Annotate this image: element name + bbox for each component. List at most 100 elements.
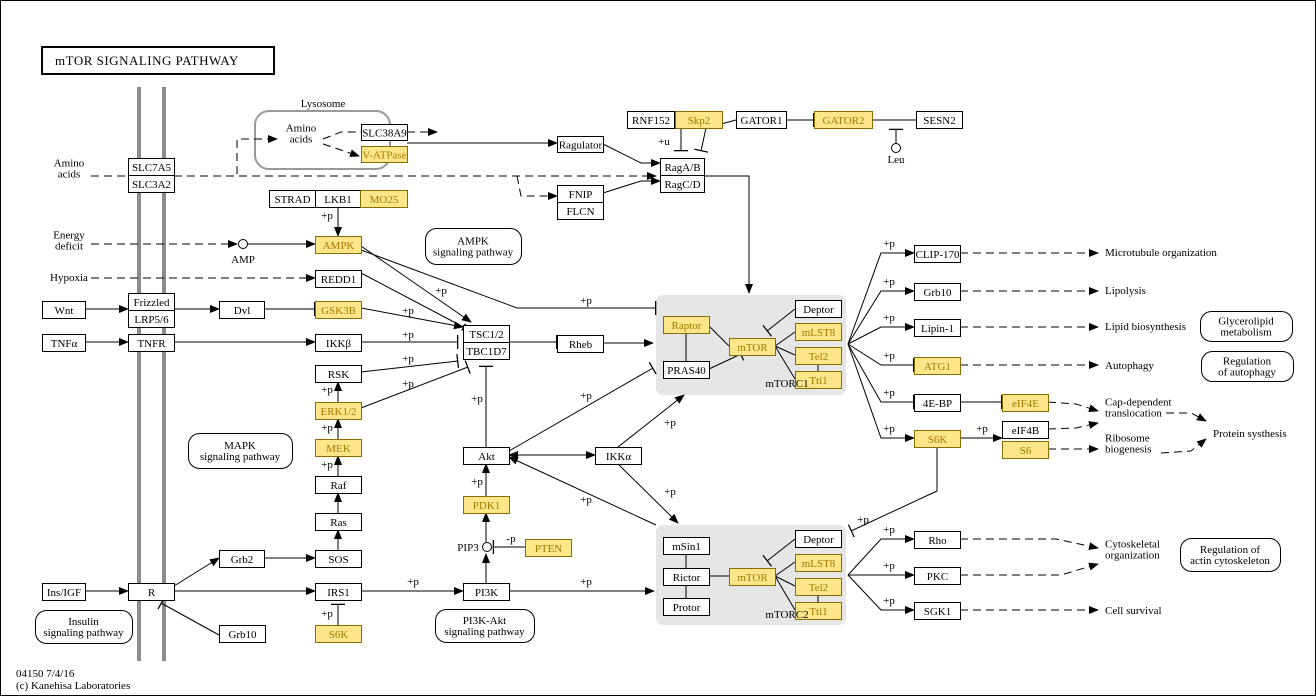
gene-node-box[interactable]	[315, 583, 362, 601]
gene-node-gsk3b[interactable]: GSK3B	[315, 301, 362, 319]
gene-node-pten[interactable]: PTEN	[525, 539, 572, 557]
gene-node-pras40[interactable]: PRAS40	[663, 361, 710, 379]
gene-node-tti11[interactable]: Tti1	[795, 371, 842, 389]
gene-node-box[interactable]	[315, 301, 362, 319]
gene-node-rnf152[interactable]: RNF152	[627, 111, 675, 129]
gene-node-box[interactable]	[675, 111, 723, 129]
gene-node-box[interactable]	[595, 447, 642, 465]
gene-node-slc3a2[interactable]: SLC3A2	[128, 175, 175, 193]
gene-node-box[interactable]	[557, 202, 604, 220]
gene-node-box[interactable]	[315, 550, 362, 568]
gene-node-tbc1d7[interactable]: TBC1D7	[463, 342, 510, 360]
gene-node-grb2[interactable]: Grb2	[219, 550, 265, 568]
gene-node-box[interactable]	[128, 334, 175, 352]
gene-node-box[interactable]	[736, 111, 787, 129]
gene-node-box[interactable]	[315, 439, 362, 457]
gene-node-box[interactable]	[315, 476, 362, 494]
leu-compound[interactable]	[891, 143, 901, 153]
gene-node-box[interactable]	[914, 245, 961, 263]
gene-node-tnfa[interactable]: TNFα	[42, 334, 86, 352]
pathway-link-box[interactable]	[435, 609, 535, 643]
gene-node-grb10b[interactable]: Grb10	[914, 283, 961, 301]
gene-node-box[interactable]	[814, 111, 873, 129]
gene-node-box[interactable]	[914, 319, 961, 337]
gene-node-box[interactable]	[463, 583, 510, 601]
gene-node-eif4b[interactable]: eIF4B	[1002, 421, 1049, 439]
gene-node-box[interactable]	[315, 334, 362, 352]
gene-node-akt[interactable]: Akt	[463, 447, 510, 465]
pathway-link-box[interactable]	[425, 228, 522, 265]
gene-node-box[interactable]	[219, 301, 265, 319]
gene-node-lkb1[interactable]: LKB1	[315, 190, 361, 208]
gene-node-eif4e[interactable]: eIF4E	[1002, 394, 1049, 412]
gene-node-box[interactable]	[128, 310, 175, 328]
gene-node-box[interactable]	[914, 430, 961, 448]
gene-node-insigf[interactable]: Ins/IGF	[42, 583, 86, 601]
gene-node-tel21[interactable]: Tel2	[795, 347, 842, 365]
gene-node-box[interactable]	[315, 365, 362, 383]
gene-node-box[interactable]	[914, 531, 961, 549]
gene-node-4ebp[interactable]: 4E-BP	[914, 394, 961, 412]
gene-node-pkc[interactable]: PKC	[914, 567, 961, 585]
gene-node-slc38a9[interactable]: SLC38A9	[361, 124, 408, 141]
gene-node-deptor1[interactable]: Deptor	[795, 300, 842, 318]
gene-node-irs1[interactable]: IRS1	[315, 583, 362, 601]
gene-node-deptor2[interactable]: Deptor	[795, 530, 842, 548]
gene-node-lrp56[interactable]: LRP5/6	[128, 310, 175, 328]
gene-node-mtor1[interactable]: mTOR	[729, 338, 776, 356]
gene-node-erk12[interactable]: ERK1/2	[315, 402, 362, 420]
gene-node-box[interactable]	[1002, 394, 1049, 412]
gene-node-box[interactable]	[663, 316, 710, 334]
gene-node-box[interactable]	[663, 361, 710, 379]
gene-node-box[interactable]	[795, 602, 842, 620]
gene-node-ragab[interactable]: RagA/B	[660, 158, 705, 176]
gene-node-tnfr[interactable]: TNFR	[128, 334, 175, 352]
gene-node-box[interactable]	[663, 568, 710, 586]
gene-node-box[interactable]	[795, 530, 842, 548]
gene-node-box[interactable]	[1002, 441, 1049, 459]
pathway-link-box[interactable]	[188, 433, 293, 469]
gene-node-tsc12[interactable]: TSC1/2	[463, 325, 510, 343]
gene-node-tel22[interactable]: Tel2	[795, 578, 842, 596]
gene-node-rho[interactable]: Rho	[914, 531, 961, 549]
gene-node-skp2[interactable]: Skp2	[675, 111, 723, 129]
gene-node-box[interactable]	[914, 394, 961, 412]
gene-node-box[interactable]	[729, 338, 776, 356]
amp-compound[interactable]	[238, 239, 248, 249]
gene-node-box[interactable]	[729, 568, 776, 586]
gene-node-grb10a[interactable]: Grb10	[219, 625, 266, 643]
gene-node-gator2[interactable]: GATOR2	[814, 111, 873, 129]
gene-node-box[interactable]	[795, 554, 842, 572]
gene-node-frizzled[interactable]: Frizzled	[128, 293, 175, 311]
gene-node-protor[interactable]: Protor	[663, 598, 710, 616]
gene-node-box[interactable]	[795, 323, 842, 341]
gene-node-rheb[interactable]: Rheb	[557, 335, 604, 353]
gene-node-ragcd[interactable]: RagC/D	[660, 175, 705, 193]
gene-node-box[interactable]	[360, 190, 408, 208]
gene-node-pi3k[interactable]: PI3K	[463, 583, 510, 601]
gene-node-box[interactable]	[1002, 421, 1049, 439]
gene-node-mtor2[interactable]: mTOR	[729, 568, 776, 586]
gene-node-box[interactable]	[315, 625, 362, 643]
gene-node-box[interactable]	[361, 146, 408, 163]
gene-node-box[interactable]	[914, 357, 961, 375]
gene-node-box[interactable]	[42, 583, 86, 601]
gene-node-box[interactable]	[128, 583, 175, 601]
gene-node-ras[interactable]: Ras	[315, 513, 362, 531]
gene-node-box[interactable]	[795, 300, 842, 318]
pathway-link-box[interactable]	[35, 610, 133, 644]
gene-node-box[interactable]	[219, 625, 266, 643]
gene-node-box[interactable]	[463, 496, 510, 514]
gene-node-box[interactable]	[219, 550, 265, 568]
gene-node-rictor[interactable]: Rictor	[663, 568, 710, 586]
gene-node-s6kb[interactable]: S6K	[914, 430, 961, 448]
gene-node-box[interactable]	[315, 402, 362, 420]
gene-node-tti12[interactable]: Tti1	[795, 602, 842, 620]
gene-node-msin1[interactable]: mSin1	[663, 537, 710, 555]
gene-node-ikka[interactable]: IKKα	[595, 447, 642, 465]
gene-node-box[interactable]	[914, 567, 961, 585]
